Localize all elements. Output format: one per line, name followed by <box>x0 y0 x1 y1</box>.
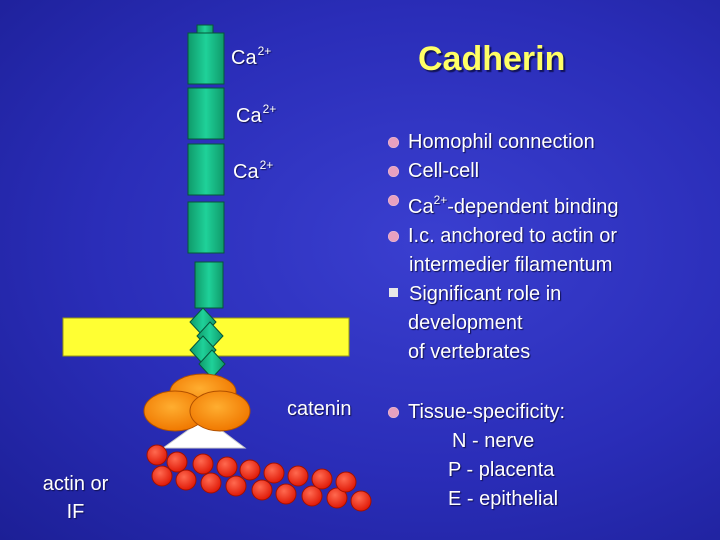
bullet-dot-icon <box>388 166 399 177</box>
list-item: Homophil connection <box>388 128 708 157</box>
list-item: Significant role in <box>388 280 708 309</box>
bullet-dot-icon <box>388 137 399 148</box>
list-item-text: Ca2+-dependent binding <box>408 193 619 218</box>
tissue-heading: Tissue-specificity: <box>408 401 566 423</box>
list-item-text: Significant role in <box>409 283 562 305</box>
cadherin-domain <box>187 32 225 85</box>
bullet-dot-icon <box>388 195 399 206</box>
list-item-text: Homophil connection <box>408 131 595 153</box>
cadherin-domain <box>187 87 225 140</box>
list-item-text: Cell-cell <box>408 160 480 182</box>
cadherin-domain <box>187 201 225 254</box>
list-item: Tissue-specificity: <box>388 398 565 427</box>
cadherin-domain <box>187 143 225 196</box>
bullet-dot-icon <box>388 231 399 242</box>
list-item-continuation: intermedier filamentum <box>409 254 613 276</box>
tissue-specificity: Tissue-specificity: N - nerve P - placen… <box>388 398 565 514</box>
list-item-text: I.c. anchored to actin or <box>408 225 618 247</box>
list-item: Cell-cell <box>388 157 708 186</box>
slide-title: Cadherin <box>418 40 566 78</box>
actin-filament <box>146 444 372 512</box>
actin-label-line: actin or <box>42 473 109 495</box>
calcium-label: Ca2+ <box>236 102 277 127</box>
bullet-dot-icon <box>388 407 399 418</box>
calcium-label: Ca2+ <box>231 44 272 69</box>
calcium-label: Ca2+ <box>233 158 274 183</box>
catenin-blob <box>189 390 251 432</box>
list-item-continuation: development <box>408 312 523 334</box>
actin-label-line: IF <box>66 501 85 523</box>
anchor-protein <box>161 417 247 449</box>
tissue-item: E - epithelial <box>448 488 559 510</box>
list-item: I.c. anchored to actin or <box>388 222 708 251</box>
cadherin-domain <box>194 261 224 309</box>
property-list: Homophil connection Cell-cell Ca2+-depen… <box>388 128 708 367</box>
bullet-square-icon <box>389 288 398 297</box>
tissue-item: P - placenta <box>448 459 555 481</box>
cadherin-domain <box>196 24 214 34</box>
list-item-continuation: of vertebrates <box>408 341 531 363</box>
list-item: Ca2+-dependent binding <box>388 186 708 222</box>
tissue-item: N - nerve <box>452 430 535 452</box>
catenin-label: catenin <box>287 398 352 420</box>
actin-label: actin or IF <box>18 470 133 526</box>
